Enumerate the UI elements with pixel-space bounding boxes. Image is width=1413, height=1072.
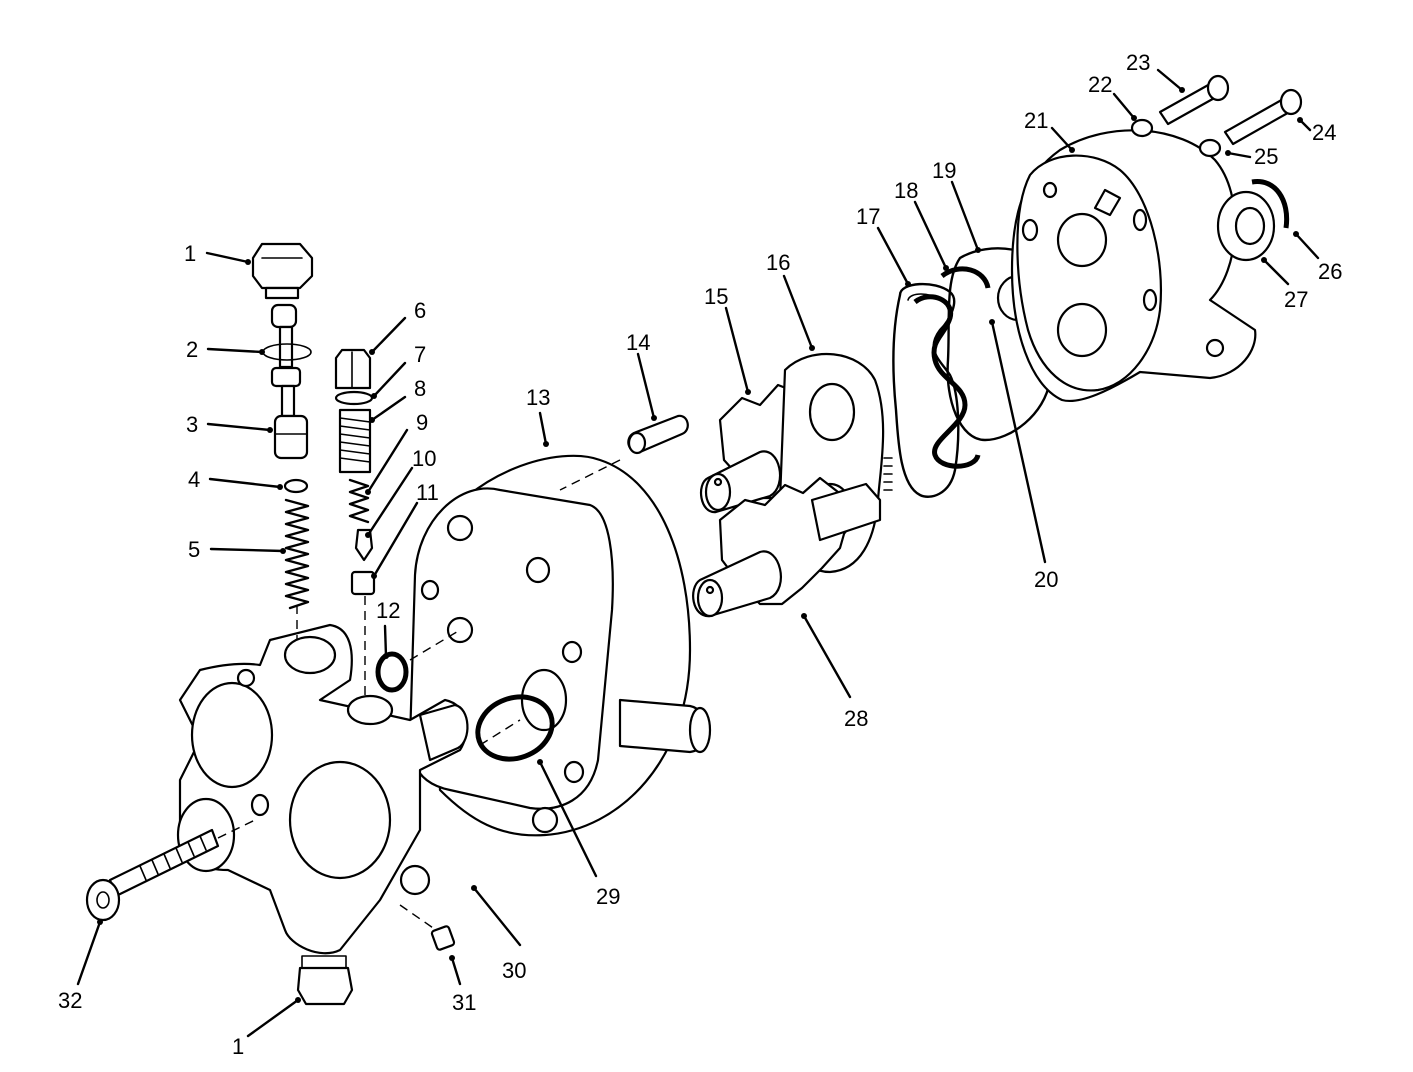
- rear-cover-21: [1010, 129, 1257, 403]
- callout-27: 27: [1284, 287, 1308, 312]
- callout-21: 21: [1024, 108, 1048, 133]
- cap-6: [334, 348, 372, 390]
- callout-13: 13: [526, 385, 550, 410]
- callout-29: 29: [596, 884, 620, 909]
- plug-top: [251, 242, 314, 300]
- gear-28: [692, 457, 893, 618]
- callout-2: 2: [186, 337, 198, 362]
- callout-31: 31: [452, 990, 476, 1015]
- callout-4: 4: [188, 467, 200, 492]
- seat-11: [350, 570, 376, 596]
- callout-5: 5: [188, 537, 200, 562]
- snap-ring-26: [1251, 179, 1290, 229]
- washer-4: [283, 478, 309, 494]
- spring-9: [348, 478, 370, 524]
- callout-3: 3: [186, 412, 198, 437]
- callout-30: 30: [502, 958, 526, 983]
- plug-bottom: [296, 955, 354, 1006]
- callout-32: 32: [58, 988, 82, 1013]
- callout-24: 24: [1312, 120, 1336, 145]
- valve-spool: [262, 303, 312, 460]
- bolt-32: [85, 828, 220, 922]
- screw-24: [1223, 88, 1303, 146]
- screw-23: [1158, 74, 1230, 126]
- callout-labels: 1 2 3 4 5 6 7 8 9 10 11 12 13 14 15 16 1…: [58, 50, 1342, 1059]
- callout-12: 12: [376, 598, 400, 623]
- callout-1-top: 1: [184, 241, 196, 266]
- seal-27: [1216, 190, 1276, 262]
- callout-9: 9: [416, 410, 428, 435]
- callout-20: 20: [1034, 567, 1058, 592]
- callout-28: 28: [844, 706, 868, 731]
- oring-29: [475, 694, 555, 762]
- callout-23: 23: [1126, 50, 1150, 75]
- callout-7: 7: [414, 342, 426, 367]
- washer-22: [1130, 118, 1154, 138]
- callout-16: 16: [766, 250, 790, 275]
- callout-25: 25: [1254, 144, 1278, 169]
- callout-1-bottom: 1: [232, 1034, 244, 1059]
- callout-22: 22: [1088, 72, 1112, 97]
- callout-10: 10: [412, 446, 436, 471]
- set-screw-31: [430, 925, 456, 951]
- valve-body-30: [176, 623, 469, 955]
- callout-18: 18: [894, 178, 918, 203]
- pump-housing-13: [408, 454, 712, 837]
- oring-12: [375, 651, 409, 693]
- callout-6: 6: [414, 298, 426, 323]
- callout-19: 19: [932, 158, 956, 183]
- callout-26: 26: [1318, 259, 1342, 284]
- leader-lines: [76, 68, 1320, 1038]
- washer-7: [334, 390, 374, 406]
- callout-11: 11: [416, 480, 439, 505]
- callout-15: 15: [704, 284, 728, 309]
- seal-18: [913, 266, 991, 469]
- spring-8: [338, 408, 372, 474]
- washer-25: [1198, 138, 1222, 158]
- callout-14: 14: [626, 330, 650, 355]
- callout-17: 17: [856, 204, 880, 229]
- callout-8: 8: [414, 376, 426, 401]
- pin-14: [559, 414, 689, 491]
- spring-5: [284, 498, 310, 610]
